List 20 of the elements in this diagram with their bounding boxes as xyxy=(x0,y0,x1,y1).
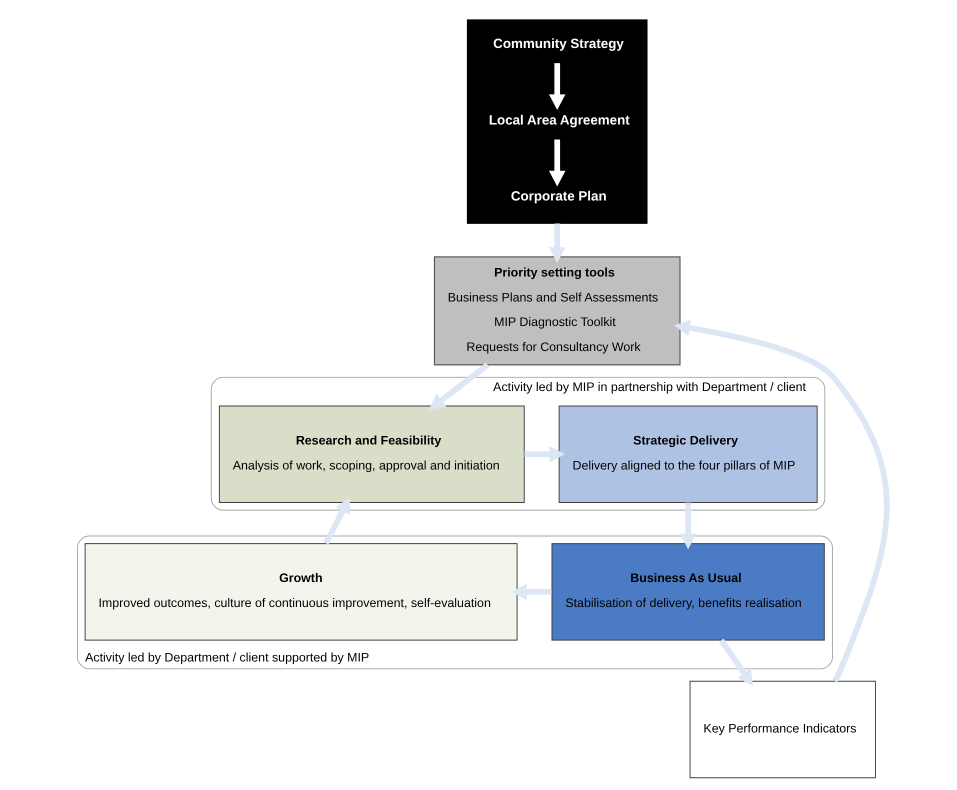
node-box: Research and Feasibility Analysis of work, scoping, approval and initiation xyxy=(218,406,525,503)
arrow xyxy=(511,584,552,600)
node-box: Growth Improved outcomes, culture of continuous improvement, self-evaluation xyxy=(84,543,518,641)
node-text: Local Area Agreement xyxy=(488,112,630,128)
node-text: Corporate Plan xyxy=(510,188,607,204)
cluster xyxy=(466,19,648,224)
arrow xyxy=(548,223,566,264)
node-box: Strategic Delivery Delivery aligned to the four pillars of MIP xyxy=(558,406,818,503)
node-box: Business As Usual Stabilisation of delivery, benefits realisation xyxy=(551,543,825,641)
node-box: Key Performance Indicators xyxy=(690,680,876,778)
arrow xyxy=(428,362,490,410)
arrow xyxy=(548,140,566,186)
arrow xyxy=(674,320,890,682)
arrow xyxy=(718,638,754,686)
arrow xyxy=(680,502,696,550)
arrow xyxy=(323,497,350,545)
node-box: Priority setting tools Business Plans and Self Assessments MIP Diagnostic Toolkit Requests for Consultancy Work xyxy=(434,256,680,366)
arrow xyxy=(548,63,566,110)
node-text: Community Strategy xyxy=(493,36,624,51)
arrow xyxy=(524,446,566,462)
